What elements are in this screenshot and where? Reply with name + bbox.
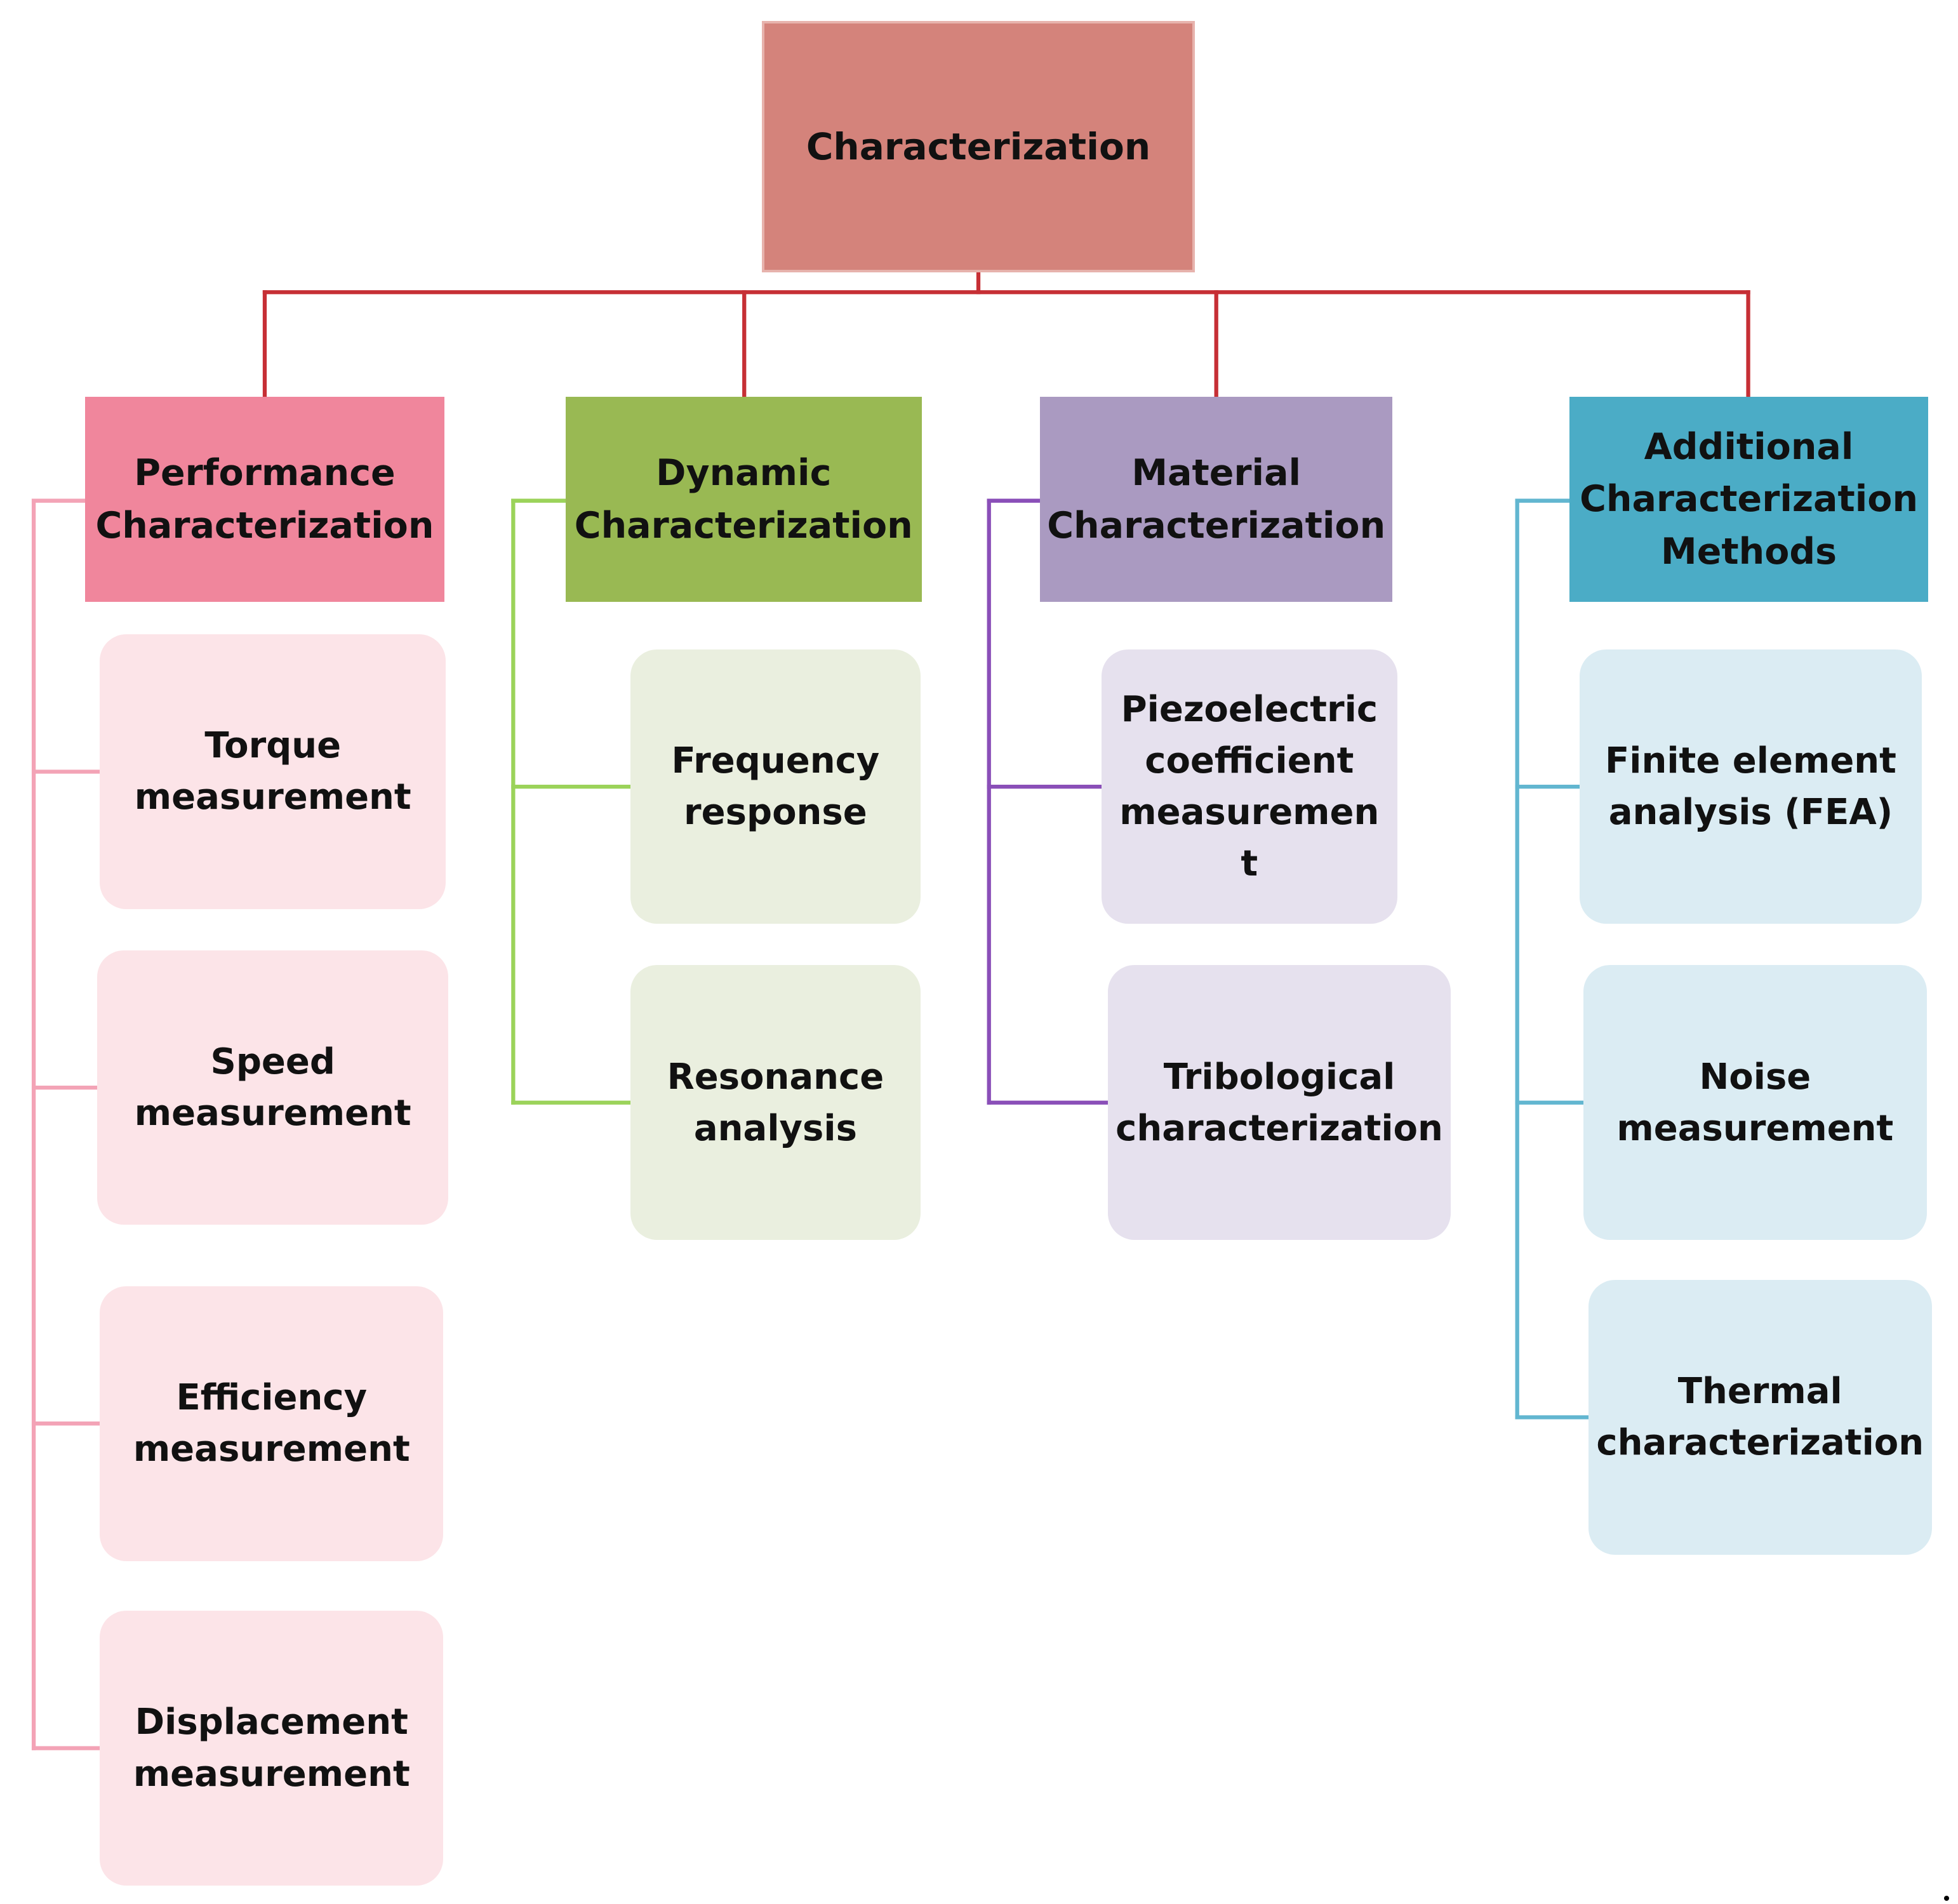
category-material: Material Characterization	[1040, 397, 1393, 602]
category-label: Performance Characterization	[95, 452, 434, 547]
root-node: Characterization	[761, 21, 1195, 272]
root-label: Characterization	[806, 125, 1151, 169]
leaf-label: Speed measurement	[134, 1041, 411, 1135]
category-performance: Performance Characterization	[84, 397, 445, 602]
leaf-label: Resonance analysis	[667, 1056, 884, 1149]
leaf-speed-measurement: Speed measurement	[97, 950, 449, 1225]
leaf-label: Piezoelectric coefficient measuremen t	[1119, 688, 1380, 885]
leaf-frequency-response: Frequency response	[630, 649, 921, 924]
leaf-label: Frequency response	[671, 740, 880, 834]
leaf-label: Noise measurement	[1616, 1056, 1894, 1149]
corner-dot	[1944, 1896, 1949, 1901]
leaf-label: Tribological characterization	[1116, 1056, 1443, 1149]
leaf-noise-measurement: Noise measurement	[1583, 965, 1927, 1241]
leaf-thermal-characterization: Thermal characterization	[1588, 1280, 1932, 1555]
category-label: Material Characterization	[1047, 452, 1386, 547]
leaf-label: Displacement measurement	[133, 1701, 410, 1795]
category-label: Additional Characterization Methods	[1580, 425, 1919, 573]
leaf-displacement-measurement: Displacement measurement	[100, 1611, 444, 1886]
category-label: Dynamic Characterization	[574, 452, 913, 547]
leaf-efficiency-measurement: Efficiency measurement	[100, 1286, 444, 1561]
leaf-torque-measurement: Torque measurement	[100, 634, 446, 909]
leaf-tribological-characterization: Tribological characterization	[1107, 965, 1451, 1241]
leaf-finite-element-analysis: Finite element analysis (FEA)	[1580, 649, 1922, 924]
leaf-label: Finite element analysis (FEA)	[1605, 740, 1896, 834]
leaf-label: Thermal characterization	[1596, 1371, 1924, 1464]
leaf-resonance-analysis: Resonance analysis	[630, 965, 921, 1241]
leaf-piezoelectric-coefficient-measurement: Piezoelectric coefficient measuremen t	[1101, 649, 1397, 924]
category-additional-methods: Additional Characterization Methods	[1569, 397, 1928, 602]
leaf-label: Torque measurement	[134, 725, 411, 818]
leaf-label: Efficiency measurement	[133, 1376, 410, 1470]
category-dynamic: Dynamic Characterization	[565, 397, 922, 602]
